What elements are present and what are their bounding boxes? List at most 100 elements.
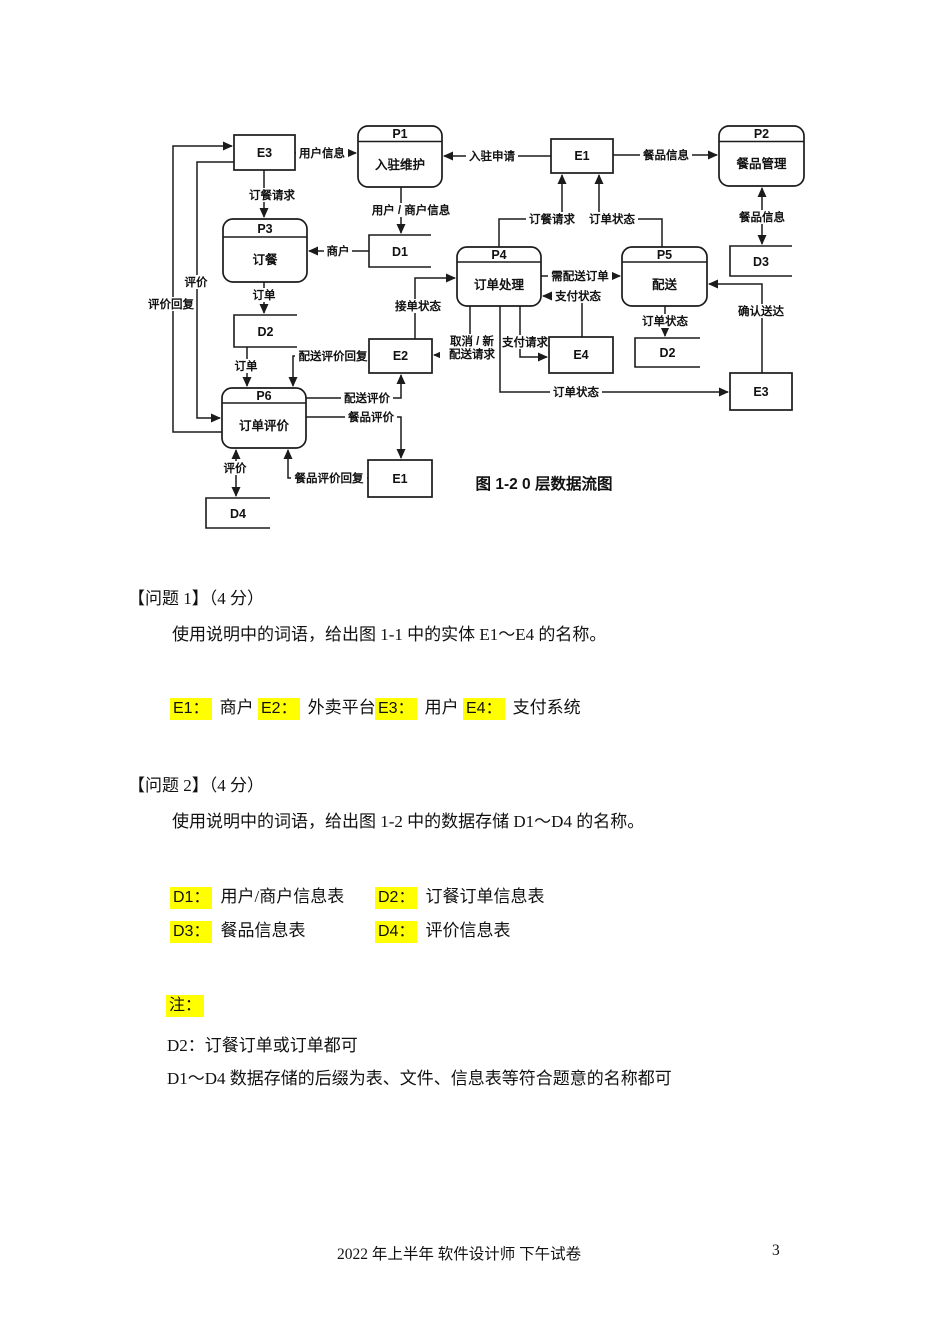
flow-label: 配送评价 <box>344 391 390 405</box>
store-d2-right: D2 <box>634 337 700 368</box>
process-id: P2 <box>754 127 769 141</box>
entity-label: E4 <box>573 348 588 362</box>
entity-label: E2 <box>393 349 408 363</box>
flow-dish-review: 餐品评价 <box>306 410 406 459</box>
flow-label: 支付请求 <box>501 335 548 349</box>
answer-d3: D3： 餐品信息表 <box>170 916 306 943</box>
flow-delivery-review-reply: 配送评价回复 <box>288 349 371 387</box>
flow-label: 商户 <box>327 244 350 258</box>
flow-order-request-merchant: 订餐请求 <box>498 174 578 247</box>
flow-order-to-store: 订单 <box>250 282 278 314</box>
question-1-heading: 【问题 1】（4 分） <box>128 589 264 608</box>
flow-label: 需配送订单 <box>551 269 609 283</box>
footer-title: 2022 年上半年 软件设计师 下午试卷 <box>337 1246 582 1263</box>
process-name: 配送 <box>652 277 678 292</box>
answer-e2-value: 外卖平台 <box>307 698 376 717</box>
answer-d2-value: 订餐订单信息表 <box>425 887 545 906</box>
flow-order-status-to-merchant: 订单状态 <box>586 174 663 247</box>
entity-e2: E2 <box>368 338 433 374</box>
process-name: 入驻维护 <box>375 157 425 172</box>
entity-e4: E4 <box>548 336 614 374</box>
note-heading-text: 注： <box>166 995 205 1017</box>
process-p5: P5 配送 <box>621 246 708 307</box>
store-d4: D4 <box>205 497 270 529</box>
process-id: P4 <box>491 248 506 262</box>
answer-e3-key: E3： <box>375 698 417 720</box>
flow-order-from-store: 订单 <box>232 347 260 387</box>
answer-d1-key: D1： <box>170 887 213 909</box>
flow-label: 配送评价回复 <box>299 349 368 363</box>
entity-label: E3 <box>257 146 272 160</box>
flow-label: 评价 <box>185 276 208 289</box>
flow-review: 评价 <box>182 161 234 423</box>
flow-label: 订单 <box>235 359 258 373</box>
flow-user-info: 用户信息 <box>295 146 357 160</box>
store-d2-left: D2 <box>233 314 297 348</box>
process-name: 订餐 <box>252 252 278 267</box>
flow-label: 确认送达 <box>738 304 784 318</box>
answer-e3-value: 用户 <box>424 698 459 717</box>
flow-accept-order-status: 接单状态 <box>392 273 456 339</box>
flow-label: 用户 / 商户信息 <box>371 203 451 217</box>
flow-review-reply: 评价回复 <box>145 141 233 433</box>
flow-payment-request: 支付请求 <box>499 306 551 362</box>
note-line-2: D1～D4 数据存储的后缀为表、文件、信息表等符合题意的名称都可 <box>167 1069 672 1088</box>
entity-label: E1 <box>574 149 589 163</box>
flow-order-status-to-store: 订单状态 <box>639 306 691 337</box>
flow-settle-in-request: 入驻申请 <box>443 149 551 163</box>
store-d1: D1 <box>368 234 431 268</box>
entity-e1-top: E1 <box>550 138 614 174</box>
flow-label: 订单状态 <box>589 212 635 226</box>
store-d3: D3 <box>729 245 792 277</box>
answer-e1: E1： 商户 <box>170 693 254 720</box>
process-p1: P1 入驻维护 <box>357 125 443 188</box>
answer-d4-value: 评价信息表 <box>425 921 511 940</box>
answer-d2-key: D2： <box>375 887 418 909</box>
answer-d3-value: 餐品信息表 <box>220 921 306 940</box>
flow-dish-info-to-p2: 餐品信息 <box>613 148 718 162</box>
flow-label: 用户信息 <box>298 146 345 160</box>
answer-d1: D1： 用户/商户信息表 <box>170 882 345 909</box>
entity-label: E1 <box>392 472 407 486</box>
flow-user-merchant-info: 用户 / 商户信息 <box>368 187 454 234</box>
flow-payment-status: 支付状态 <box>542 289 604 337</box>
answer-e4: E4：支付系统 <box>463 693 581 720</box>
flow-review-store: 评价 <box>221 449 249 497</box>
flow-label: 入驻申请 <box>469 149 515 163</box>
process-name: 订单评价 <box>239 418 290 433</box>
answer-e2: E2： 外卖平台 <box>258 693 376 720</box>
flow-order-request-user: 订餐请求 <box>246 170 298 218</box>
answer-e2-key: E2： <box>258 698 300 720</box>
data-flow-diagram: 用户信息 入驻申请 餐品信息 餐品信息 用户 / 商户信息 订餐请求 <box>145 125 805 529</box>
answer-e4-key: E4： <box>463 698 505 720</box>
flow-label: 取消 / 新 <box>450 334 495 348</box>
process-name: 订单处理 <box>474 277 525 292</box>
answer-d4: D4：评价信息表 <box>375 916 511 943</box>
process-id: P6 <box>256 389 271 403</box>
flow-label: 订单状态 <box>553 385 599 399</box>
flow-merchant: 商户 <box>308 244 369 258</box>
process-id: P1 <box>392 127 407 141</box>
answer-e1-value: 商户 <box>219 698 254 717</box>
question-2-heading: 【问题 2】（4 分） <box>128 776 264 795</box>
footer-page-number: 3 <box>772 1242 780 1259</box>
answer-d1-value: 用户/商户信息表 <box>220 887 345 906</box>
entity-e1-bottom: E1 <box>367 459 433 498</box>
note-line-1: D2：订餐订单或订单都可 <box>167 1036 358 1055</box>
question-1-body: 使用说明中的词语，给出图 1-1 中的实体 E1～E4 的名称。 <box>172 625 607 644</box>
flow-need-delivery-order: 需配送订单 <box>541 269 621 283</box>
flow-label: 配送请求 <box>449 347 495 361</box>
answer-d3-key: D3： <box>170 921 213 943</box>
answer-e1-key: E1： <box>170 698 212 720</box>
flow-label: 评价回复 <box>148 297 194 311</box>
flow-cancel-new-delivery-request: 取消 / 新 配送请求 <box>433 306 504 361</box>
store-label: D1 <box>392 245 408 259</box>
entity-e3-top: E3 <box>233 134 296 171</box>
flow-label: 支付状态 <box>554 289 601 303</box>
process-p4: P4 订单处理 <box>456 246 542 307</box>
flow-delivery-review: 配送评价 <box>306 374 406 405</box>
process-p6: P6 订单评价 <box>221 387 307 449</box>
flow-label: 餐品评价 <box>347 410 394 424</box>
flow-label: 订餐请求 <box>529 212 575 226</box>
answer-e3: E3： 用户 <box>375 693 459 720</box>
